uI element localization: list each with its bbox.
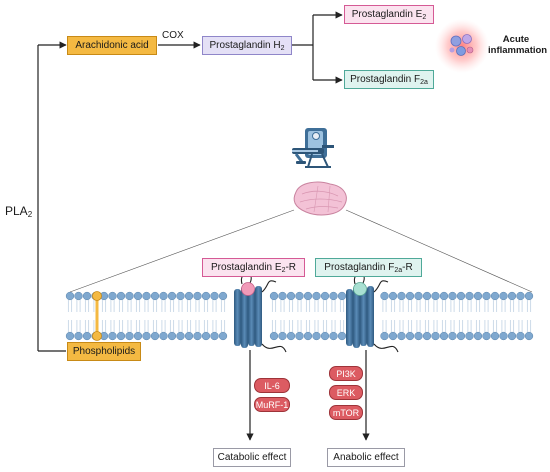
pla2-arrow	[37, 41, 67, 352]
receptor-e2-icon	[234, 272, 287, 353]
phospholipids-box: Phospholipids	[67, 342, 141, 361]
prostaglandin-f2a-box: Prostaglandin F2a	[344, 70, 434, 89]
prostaglandin-f2a-label: Prostaglandin F2a	[350, 74, 428, 86]
arachidonic-acid-box: Arachidonic acid	[67, 36, 157, 55]
branch-arrows	[292, 11, 343, 84]
receptor-f2a-label: Prostaglandin F2a-R	[324, 262, 413, 274]
prostaglandin-h2-box: Prostaglandin H2	[202, 36, 292, 55]
prostaglandin-h2-label: Prostaglandin H2	[209, 40, 285, 52]
acute-inflammation-label: Acute inflammation	[488, 34, 548, 56]
murf1-pill: MuRF-1	[254, 397, 290, 412]
pi3k-label: PI3K	[336, 368, 356, 379]
receptor-f2a-box: Prostaglandin F2a-R	[315, 258, 422, 277]
leg-extension-machine-icon	[292, 128, 334, 168]
il6-pill: IL-6	[254, 378, 290, 393]
phospholipids-label: Phospholipids	[72, 346, 136, 357]
erk-pill: ERK	[329, 385, 363, 400]
receptor-e2-box: Prostaglandin E2-R	[202, 258, 305, 277]
catabolic-effect-label: Catabolic effect	[217, 452, 287, 463]
arachidonic-acid-label: Arachidonic acid	[75, 40, 149, 51]
prostaglandin-e2-label: Prostaglandin E2	[351, 9, 427, 21]
mtor-label: mTOR	[332, 407, 360, 418]
murf1-label: MuRF-1	[255, 399, 289, 410]
cox-label: COX	[162, 30, 184, 41]
phospholipid-highlight	[92, 291, 102, 341]
receptor-e2-label: Prostaglandin E2-R	[210, 262, 297, 274]
cell-membrane-icon	[65, 291, 534, 341]
erk-label: ERK	[336, 387, 356, 398]
catabolic-effect-box: Catabolic effect	[213, 448, 291, 467]
receptor-f2a-icon	[346, 272, 399, 353]
pla2-label: PLA2	[5, 204, 33, 219]
pi3k-pill: PI3K	[329, 366, 363, 381]
zoom-lines	[69, 209, 533, 293]
muscle-tissue-icon	[293, 181, 347, 216]
anabolic-effect-label: Anabolic effect	[333, 452, 399, 463]
inflamed-cells-icon	[435, 19, 489, 73]
anabolic-effect-box: Anabolic effect	[327, 448, 405, 467]
mtor-pill: mTOR	[329, 405, 363, 420]
il6-label: IL-6	[264, 380, 280, 391]
prostaglandin-e2-box: Prostaglandin E2	[344, 5, 434, 24]
